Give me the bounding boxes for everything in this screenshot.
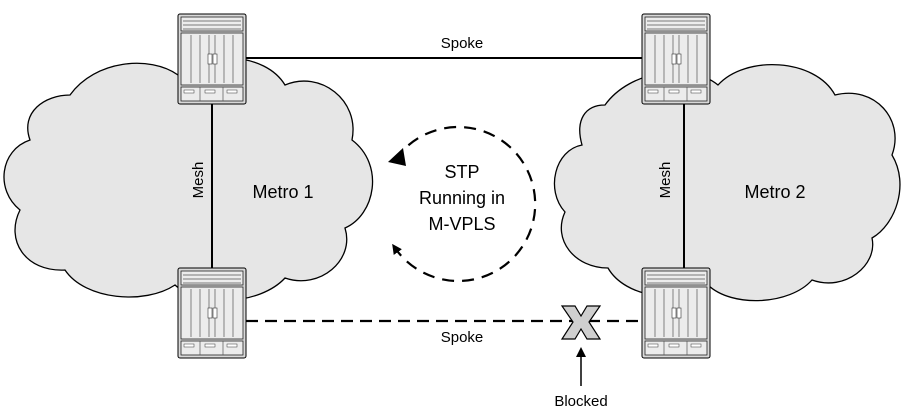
mesh-right-label: Mesh bbox=[657, 162, 674, 199]
metro-2-cloud-icon bbox=[553, 63, 901, 302]
router-bottom-right-icon bbox=[641, 267, 711, 359]
stp-circular-arrow-head-icon bbox=[388, 148, 406, 166]
blocked-label: Blocked bbox=[554, 393, 607, 410]
metro-1-label: Metro 1 bbox=[252, 182, 313, 202]
stp-label-line-1: STP bbox=[444, 162, 479, 182]
mesh-left-label: Mesh bbox=[190, 162, 207, 199]
stp-label-line-3: M-VPLS bbox=[428, 214, 495, 234]
metro-1-cloud-icon bbox=[3, 57, 374, 302]
metro-2-label: Metro 2 bbox=[744, 182, 805, 202]
stp-label-line-2: Running in bbox=[419, 188, 505, 208]
spoke-bottom-label: Spoke bbox=[441, 329, 484, 346]
spoke-top-label: Spoke bbox=[441, 35, 484, 52]
blocked-x-icon bbox=[560, 305, 602, 340]
router-top-right-icon bbox=[641, 13, 711, 105]
router-top-left-icon bbox=[177, 13, 247, 105]
stp-circular-arrow-icon bbox=[392, 125, 537, 283]
router-bottom-left-icon bbox=[177, 267, 247, 359]
